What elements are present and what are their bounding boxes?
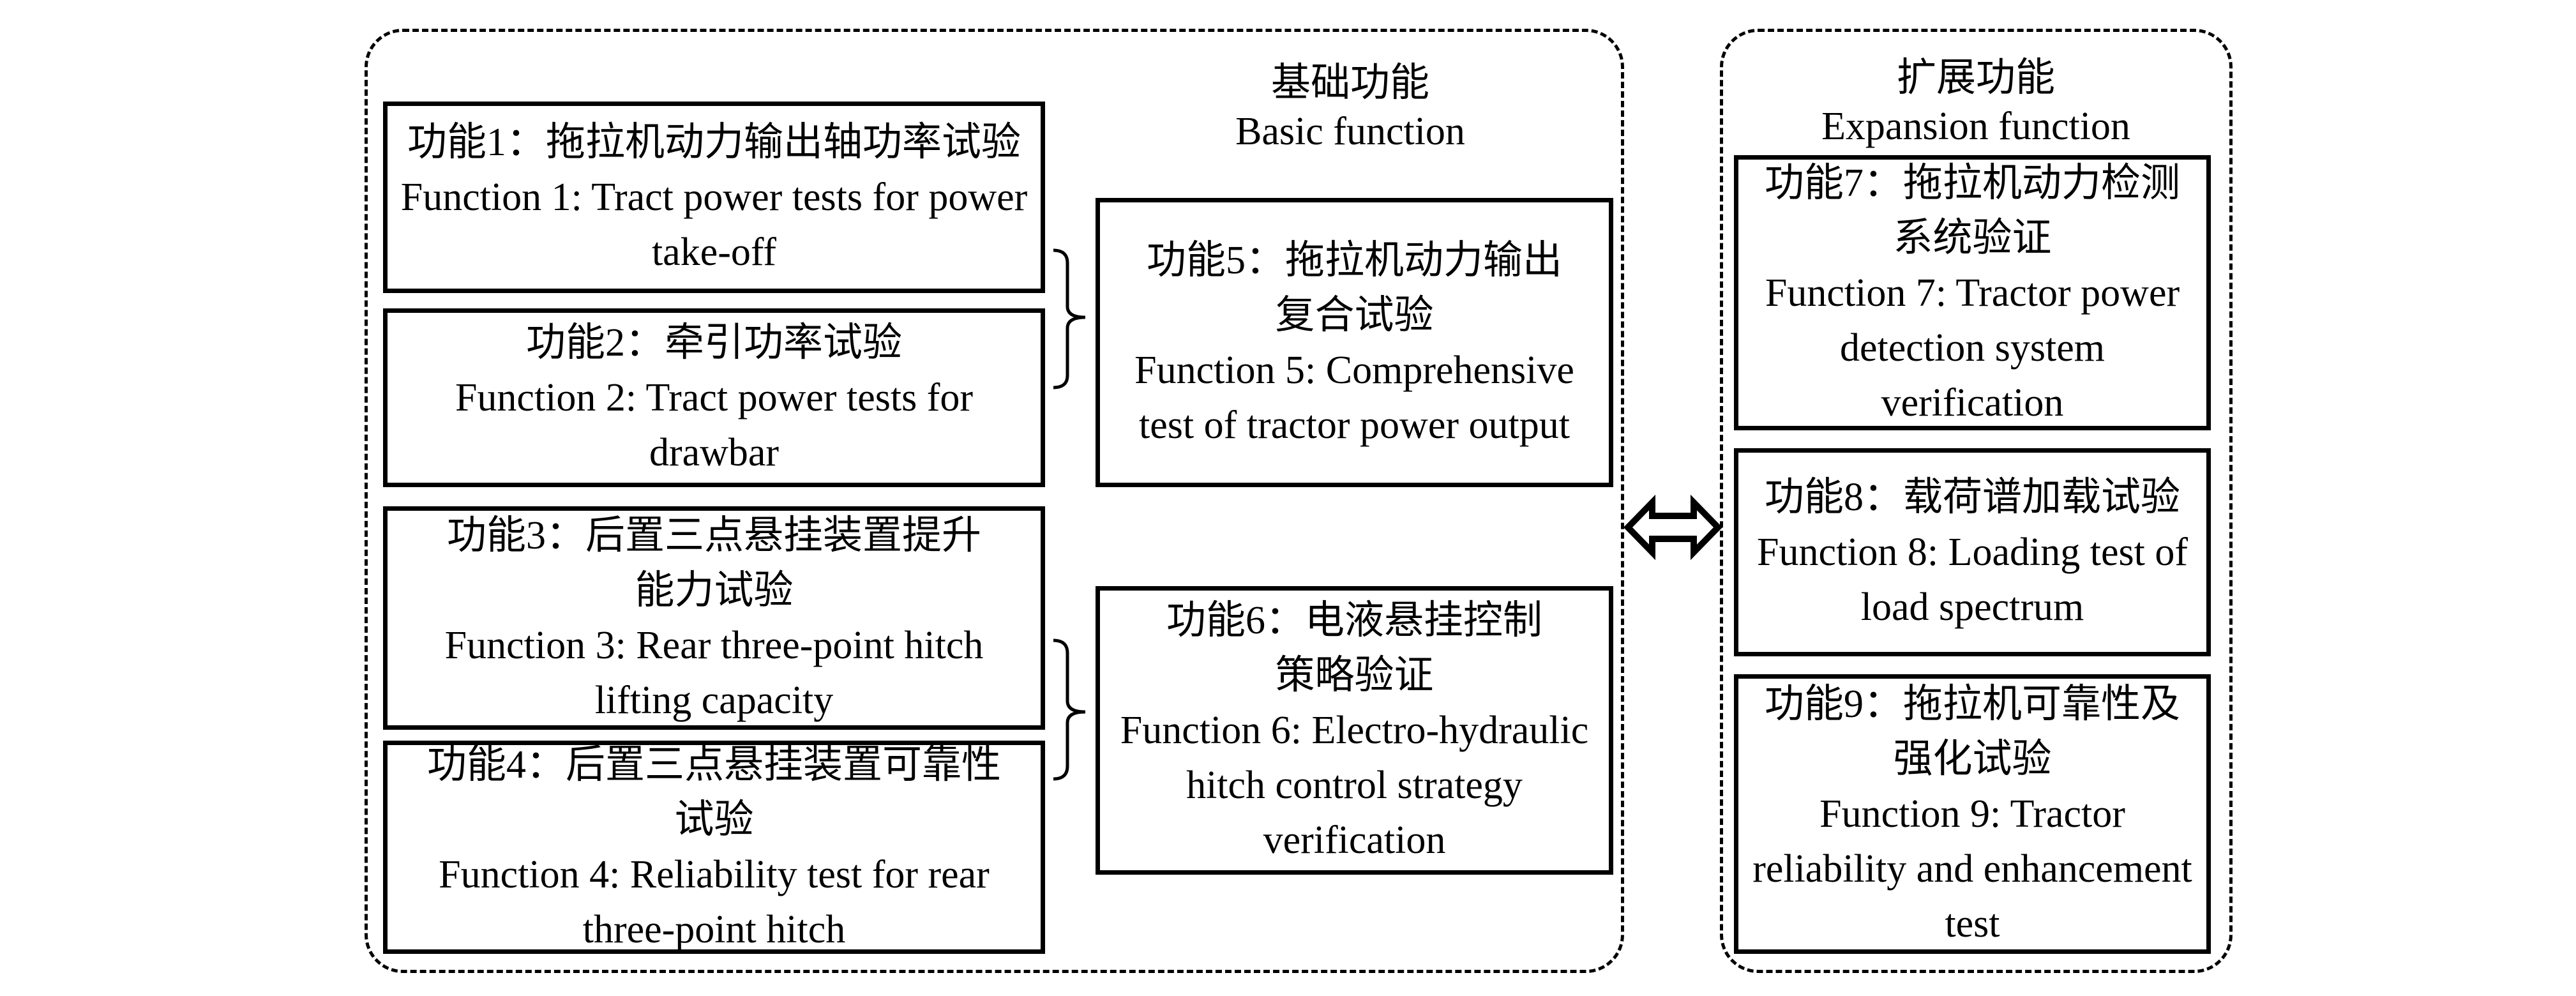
function-8-cn: 功能8：载荷谱加载试验: [1764, 476, 2180, 519]
function-3-box: 功能3：后置三点悬挂装置提升 能力试验 Function 3: Rear thr…: [383, 506, 1045, 730]
expansion-function-header: 扩展功能 Expansion function: [1749, 54, 2203, 151]
function-6-box: 功能6：电液悬挂控制 策略验证 Function 6: Electro-hydr…: [1096, 586, 1613, 875]
function-9-en-line-1: Function 9: Tractor: [1819, 792, 2125, 836]
function-1-en-line-1: Function 1: Tract power tests for power: [400, 176, 1028, 219]
function-4-cn-line-1: 功能4：后置三点悬挂装置可靠性: [426, 743, 1001, 787]
function-1-box: 功能1：拖拉机动力输出轴功率试验 Function 1: Tract power…: [383, 102, 1045, 293]
expansion-function-title-en: Expansion function: [1821, 105, 2130, 148]
function-4-cn-line-2: 试验: [674, 798, 754, 841]
function-6-cn-line-1: 功能6：电液悬挂控制: [1166, 599, 1542, 642]
function-7-cn-line-1: 功能7：拖拉机动力检测: [1764, 161, 2180, 205]
expansion-function-group: [1720, 29, 2233, 973]
function-5-en-line-1: Function 5: Comprehensive: [1134, 348, 1574, 392]
expansion-function-title-cn: 扩展功能: [1896, 56, 2055, 100]
function-7-en-line-3: verification: [1881, 381, 2064, 425]
function-2-en-line-1: Function 2: Tract power tests for: [455, 376, 974, 419]
function-6-en-line-3: verification: [1263, 819, 1446, 862]
function-9-cn-line-2: 强化试验: [1893, 737, 2052, 781]
function-9-box: 功能9：拖拉机可靠性及 强化试验 Function 9: Tractor rel…: [1734, 674, 2211, 954]
function-3-cn-line-1: 功能3：后置三点悬挂装置提升: [446, 514, 981, 557]
basic-function-group: [365, 29, 1624, 973]
function-7-en-line-2: detection system: [1840, 326, 2105, 370]
function-6-en-line-1: Function 6: Electro-hydraulic: [1120, 709, 1589, 752]
function-7-en-line-1: Function 7: Tractor power: [1765, 271, 2180, 315]
double-arrow-icon: [1623, 494, 1722, 561]
function-4-box: 功能4：后置三点悬挂装置可靠性 试验 Function 4: Reliabili…: [383, 741, 1045, 954]
basic-function-title-en: Basic function: [1235, 110, 1465, 153]
function-1-cn: 功能1：拖拉机动力输出轴功率试验: [407, 121, 1021, 164]
function-3-en-line-2: lifting capacity: [594, 679, 834, 722]
function-3-en-line-1: Function 3: Rear three-point hitch: [444, 624, 984, 667]
function-9-en-line-3: test: [1945, 902, 2000, 946]
function-5-cn-line-2: 复合试验: [1275, 293, 1434, 337]
function-8-en-line-1: Function 8: Loading test of: [1756, 531, 2188, 574]
function-7-box: 功能7：拖拉机动力检测 系统验证 Function 7: Tractor pow…: [1734, 155, 2211, 430]
function-5-cn-line-1: 功能5：拖拉机动力输出: [1146, 238, 1562, 282]
function-2-cn: 功能2：牵引功率试验: [525, 321, 902, 365]
function-1-en-line-2: take-off: [651, 230, 777, 274]
function-2-en-line-2: drawbar: [649, 431, 780, 474]
function-5-box: 功能5：拖拉机动力输出 复合试验 Function 5: Comprehensi…: [1096, 198, 1613, 487]
basic-function-title-cn: 基础功能: [1270, 61, 1429, 105]
function-2-box: 功能2：牵引功率试验 Function 2: Tract power tests…: [383, 308, 1045, 487]
basic-function-header: 基础功能 Basic function: [1149, 59, 1551, 156]
function-6-en-line-2: hitch control strategy: [1186, 764, 1523, 807]
function-8-box: 功能8：载荷谱加载试验 Function 8: Loading test of …: [1734, 448, 2211, 656]
function-7-cn-line-2: 系统验证: [1893, 216, 2052, 260]
function-9-en-line-2: reliability and enhancement: [1752, 847, 2192, 891]
brace-functions-1-2-icon: [1053, 248, 1086, 389]
function-6-cn-line-2: 策略验证: [1275, 654, 1434, 697]
function-9-cn-line-1: 功能9：拖拉机可靠性及: [1764, 683, 2180, 726]
function-4-en-line-2: three-point hitch: [582, 908, 846, 951]
brace-functions-3-4-icon: [1053, 638, 1086, 781]
function-5-en-line-2: test of tractor power output: [1139, 403, 1570, 447]
function-8-en-line-2: load spectrum: [1860, 585, 2084, 629]
function-4-en-line-1: Function 4: Reliability test for rear: [439, 853, 990, 896]
function-3-cn-line-2: 能力试验: [635, 569, 794, 612]
